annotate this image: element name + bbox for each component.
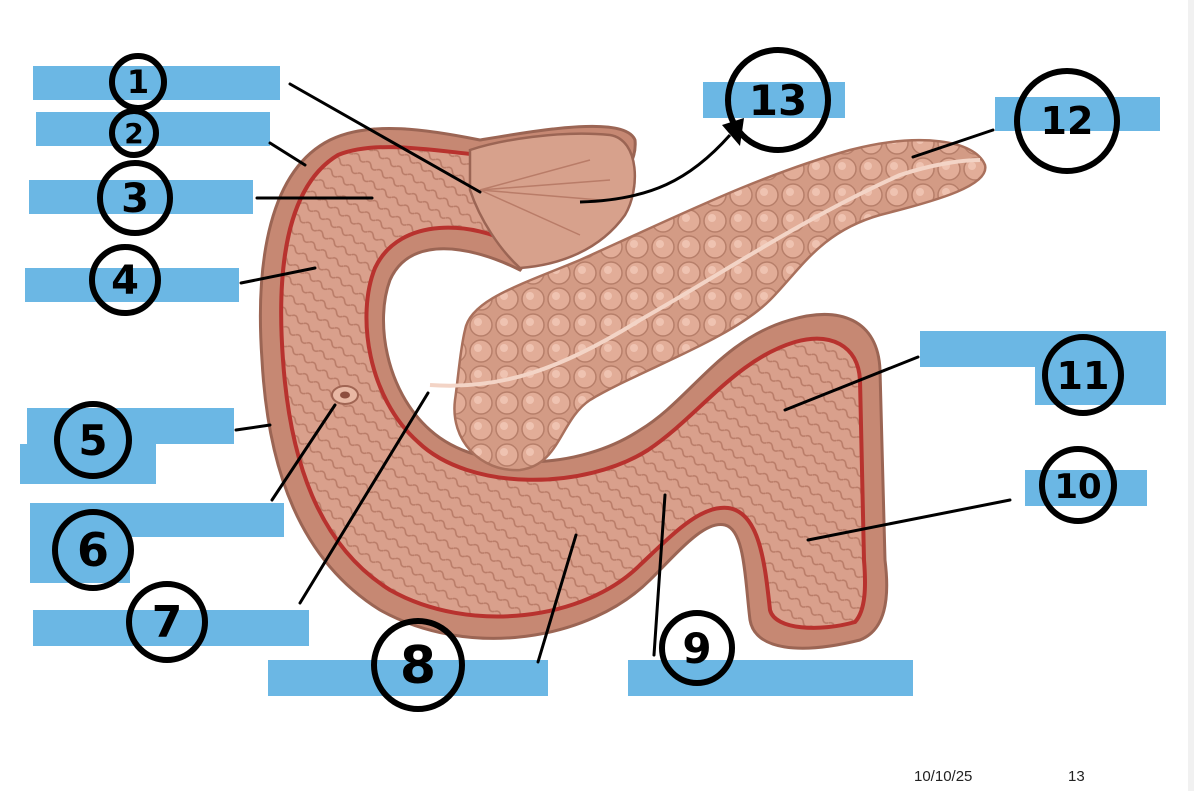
number-9: 9 — [682, 624, 711, 673]
slide-page-number: 13 — [1068, 768, 1085, 785]
label-box-8 — [268, 660, 548, 696]
number-7: 7 — [152, 597, 183, 648]
number-4: 4 — [111, 258, 139, 304]
number-13: 13 — [749, 76, 807, 125]
right-edge-strip — [1188, 0, 1194, 791]
number-8: 8 — [400, 636, 436, 696]
number-12: 12 — [1041, 99, 1094, 143]
number-labels: 1 2 3 4 5 6 7 8 9 10 11 12 13 — [77, 63, 1109, 696]
number-10: 10 — [1054, 467, 1101, 507]
arrow-13 — [579, 134, 732, 204]
number-11: 11 — [1057, 354, 1110, 398]
label-box-3 — [29, 180, 253, 214]
label-box-1 — [33, 66, 280, 100]
pylorus — [468, 132, 636, 270]
pancreas — [453, 139, 987, 472]
number-2: 2 — [124, 117, 143, 150]
number-1: 1 — [127, 63, 149, 101]
number-3: 3 — [121, 176, 149, 222]
leader-lines — [234, 82, 1012, 664]
label-box-7 — [33, 610, 309, 646]
slide-date: 10/10/25 — [914, 768, 973, 785]
pancreatic-duct — [429, 158, 981, 388]
label-box-4 — [25, 268, 239, 302]
number-5: 5 — [78, 416, 107, 465]
label-box-11 — [920, 331, 1166, 367]
label-box-6b — [30, 537, 130, 583]
number-6: 6 — [77, 523, 109, 577]
number-circles — [52, 47, 1124, 712]
